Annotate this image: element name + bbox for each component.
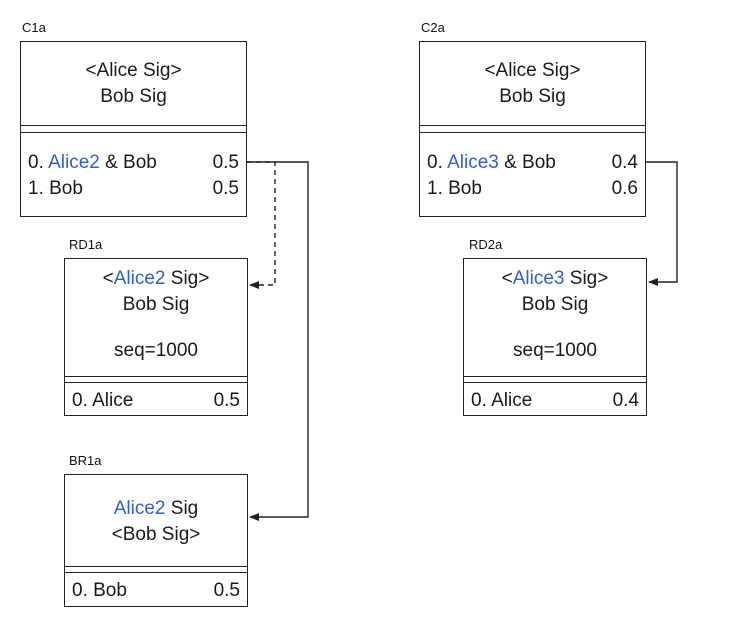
c1a-sig-bob: Bob Sig xyxy=(100,86,167,107)
br1a-output-0-amount: 0.5 xyxy=(213,580,240,601)
c2a-signatures: <Alice Sig> Bob Sig xyxy=(420,42,645,126)
c2a-output-1: 1. Bob 0.6 xyxy=(420,176,645,202)
rd1a-transaction-box: <Alice2 Sig> Bob Sig seq=1000 0. Alice 0… xyxy=(64,258,248,416)
c1a-sig-alice: <Alice Sig> xyxy=(85,60,182,81)
rd1a-sig-alice-open: < xyxy=(102,268,114,289)
rd1a-sig-bob: Bob Sig xyxy=(122,294,190,315)
c2a-output-0-index: 0. xyxy=(427,152,448,173)
rd1a-output-0-amount: 0.5 xyxy=(213,390,240,411)
c1a-output-0-amount: 0.5 xyxy=(212,152,239,173)
c2a-divider xyxy=(420,132,645,133)
rd1a-sig-alice-key: Alice2 xyxy=(113,268,166,289)
br1a-sig-alice-key: Alice2 xyxy=(113,498,166,519)
rd1a-sig-alice-close: Sig> xyxy=(165,268,210,289)
rd1a-signatures: <Alice2 Sig> Bob Sig seq=1000 xyxy=(65,259,247,377)
c2a-output-0-rest: & Bob xyxy=(498,152,556,173)
rd2a-output-0: 0. Alice 0.4 xyxy=(464,388,646,414)
br1a-transaction-box: Alice2 Sig <Bob Sig> 0. Bob 0.5 xyxy=(64,474,248,607)
c1a-to-rd1a-dashed-arrow xyxy=(247,161,276,289)
c2a-output-0-key: Alice3 xyxy=(447,152,499,173)
c1a-signatures: <Alice Sig> Bob Sig xyxy=(21,42,246,126)
br1a-output-0-label: 0. Bob xyxy=(72,580,127,601)
rd2a-output-0-amount: 0.4 xyxy=(612,390,639,411)
rd2a-divider xyxy=(464,382,646,383)
c2a-label: C2a xyxy=(421,20,445,35)
br1a-label: BR1a xyxy=(69,453,102,468)
c2a-transaction-box: <Alice Sig> Bob Sig 0. Alice3 & Bob 0.4 … xyxy=(419,41,646,217)
rd2a-outputs: 0. Alice 0.4 xyxy=(464,388,646,414)
c1a-output-0-index: 0. xyxy=(28,152,49,173)
rd1a-label: RD1a xyxy=(69,237,103,252)
br1a-outputs: 0. Bob 0.5 xyxy=(65,578,247,604)
rd2a-sig-alice-close: Sig> xyxy=(564,268,609,289)
br1a-signatures: Alice2 Sig <Bob Sig> xyxy=(65,475,247,567)
rd1a-sequence: seq=1000 xyxy=(114,340,198,361)
c2a-output-1-label: 1. Bob xyxy=(427,178,482,199)
c1a-output-1-label: 1. Bob xyxy=(28,178,83,199)
c1a-output-0-rest: & Bob xyxy=(99,152,157,173)
c1a-divider xyxy=(21,132,246,133)
c1a-label: C1a xyxy=(22,20,46,35)
rd2a-transaction-box: <Alice3 Sig> Bob Sig seq=1000 0. Alice 0… xyxy=(463,258,647,416)
c2a-output-0: 0. Alice3 & Bob 0.4 xyxy=(420,150,645,176)
c2a-sig-bob: Bob Sig xyxy=(499,86,566,107)
rd2a-sig-alice-key: Alice3 xyxy=(512,268,565,289)
rd1a-divider xyxy=(65,382,247,383)
br1a-divider xyxy=(65,572,247,573)
c1a-output-0-key: Alice2 xyxy=(48,152,100,173)
c1a-output-1-amount: 0.5 xyxy=(212,178,239,199)
c2a-to-rd2a-arrow xyxy=(646,161,678,286)
br1a-output-0: 0. Bob 0.5 xyxy=(65,578,247,604)
c1a-output-0: 0. Alice2 & Bob 0.5 xyxy=(21,150,246,176)
c1a-transaction-box: <Alice Sig> Bob Sig 0. Alice2 & Bob 0.5 … xyxy=(20,41,247,217)
rd2a-sig-alice-open: < xyxy=(501,268,513,289)
rd1a-outputs: 0. Alice 0.5 xyxy=(65,388,247,414)
rd1a-output-0-label: 0. Alice xyxy=(72,390,134,411)
rd2a-label: RD2a xyxy=(469,237,503,252)
rd2a-sequence: seq=1000 xyxy=(513,340,597,361)
c2a-sig-alice: <Alice Sig> xyxy=(484,60,581,81)
rd2a-signatures: <Alice3 Sig> Bob Sig seq=1000 xyxy=(464,259,646,377)
rd1a-output-0: 0. Alice 0.5 xyxy=(65,388,247,414)
br1a-sig-bob: <Bob Sig> xyxy=(111,524,201,545)
c2a-outputs: 0. Alice3 & Bob 0.4 1. Bob 0.6 xyxy=(420,150,645,202)
c2a-output-1-amount: 0.6 xyxy=(611,178,638,199)
c1a-to-br1a-arrow xyxy=(247,161,309,521)
rd2a-sig-bob: Bob Sig xyxy=(521,294,589,315)
c2a-output-0-amount: 0.4 xyxy=(611,152,638,173)
rd2a-output-0-label: 0. Alice xyxy=(471,390,533,411)
c1a-output-1: 1. Bob 0.5 xyxy=(21,176,246,202)
br1a-sig-alice-suffix: Sig xyxy=(165,498,199,519)
c1a-outputs: 0. Alice2 & Bob 0.5 1. Bob 0.5 xyxy=(21,150,246,202)
